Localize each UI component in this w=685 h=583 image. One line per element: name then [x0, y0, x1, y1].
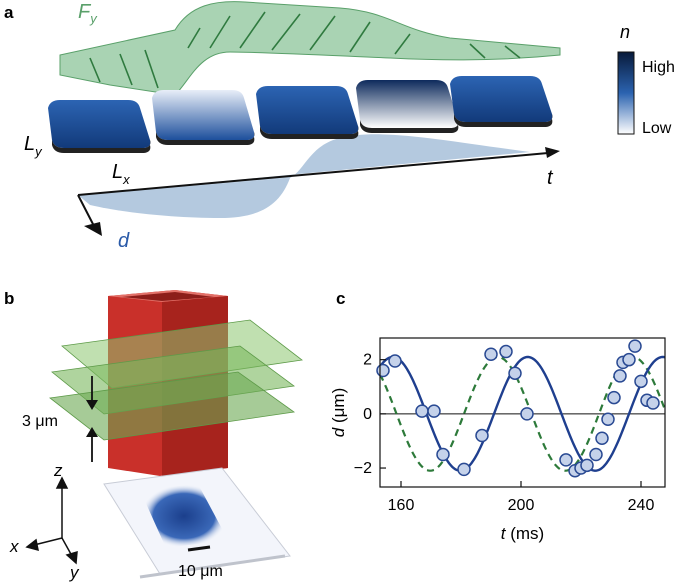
data-point — [475, 428, 489, 443]
data-point — [628, 339, 642, 353]
force-arrow — [144, 49, 159, 89]
light-sheet — [49, 371, 296, 441]
force-arrow — [187, 27, 201, 49]
spacing-arrowhead-top — [86, 400, 98, 410]
data-point — [607, 390, 621, 405]
x-axis-label: x — [9, 537, 19, 556]
time-label: t — [547, 167, 554, 189]
z-axis-arrowhead — [55, 476, 69, 489]
scale-bar — [187, 545, 211, 552]
panel-b-letter: b — [4, 289, 14, 308]
slab — [256, 86, 359, 139]
force-arrow — [504, 45, 521, 59]
force-arrow — [89, 57, 101, 83]
data-point — [415, 404, 429, 418]
force-arrow — [271, 13, 301, 51]
y-axis-title: d (μm) — [329, 388, 348, 437]
slab — [356, 80, 459, 133]
data-point — [622, 352, 636, 367]
x-tick-label: 240 — [628, 497, 655, 514]
scale-label: 10 μm — [178, 563, 223, 580]
data-point — [436, 447, 450, 462]
colorbar-title: n — [620, 22, 630, 42]
length-y-label: Ly — [24, 133, 43, 159]
slab-row — [48, 76, 553, 153]
displacement-surface — [78, 134, 530, 195]
x-axis — [33, 537, 63, 546]
data-point — [646, 396, 660, 410]
disp-axis-arrowhead — [84, 222, 102, 236]
x-tick-label: 160 — [388, 497, 415, 514]
slab — [450, 76, 553, 127]
beam-opening — [122, 292, 214, 301]
spacing-label: 3 μm — [22, 413, 58, 430]
data-point — [499, 344, 513, 359]
fit-curve — [379, 355, 666, 472]
light-sheets — [49, 319, 303, 441]
colorbar-low-label: Low — [642, 120, 672, 137]
data-point — [457, 462, 471, 477]
data-point — [613, 369, 627, 383]
force-arrow — [394, 33, 411, 55]
data-point — [427, 404, 441, 418]
y-tick-label: 0 — [363, 406, 372, 423]
x-axis-arrowhead — [25, 538, 39, 552]
data-point — [484, 347, 498, 362]
data-point — [580, 458, 594, 473]
time-axis-arrowhead — [545, 147, 560, 158]
spacing-arrowhead-bottom — [86, 427, 98, 437]
data-point — [388, 354, 402, 368]
y-axis — [61, 537, 73, 557]
y-tick-label: −2 — [354, 460, 372, 477]
force-arrow — [309, 15, 336, 51]
slab — [152, 90, 255, 145]
data-point — [589, 447, 603, 462]
drive-curve — [379, 355, 667, 472]
data-point — [601, 412, 615, 427]
force-arrow — [119, 53, 133, 86]
y-axis-arrowhead — [65, 550, 78, 565]
length-x-label: Lx — [112, 161, 130, 187]
atom-cloud — [140, 484, 228, 548]
force-arrows — [89, 11, 521, 89]
data-point — [520, 407, 534, 421]
y-tick-label: 2 — [363, 352, 372, 369]
coordinate-axes — [25, 476, 78, 565]
colorbar — [617, 51, 635, 135]
force-ribbon — [59, 1, 561, 96]
panel-a-letter: a — [4, 3, 14, 22]
force-arrow — [469, 43, 486, 59]
image-edge — [139, 554, 286, 579]
z-axis-label: z — [53, 461, 63, 480]
displacement-surface-lower — [78, 178, 290, 218]
force-arrow — [239, 11, 266, 49]
disp-axis — [77, 194, 96, 229]
y-axis-label: y — [69, 563, 80, 582]
colorbar-high-label: High — [642, 59, 675, 76]
data-point — [508, 366, 522, 380]
data-point — [559, 453, 573, 467]
force-arrow — [209, 15, 231, 49]
slab — [48, 100, 151, 153]
time-axis — [77, 152, 549, 196]
disp-label: d — [118, 230, 130, 252]
panel-c-letter: c — [336, 289, 345, 308]
oscillation-chart: 160 200 240 2 0 −2 t (ms) d (μm) — [329, 337, 667, 543]
data-point — [595, 431, 609, 445]
force-arrow — [349, 21, 371, 53]
data-point — [634, 374, 648, 389]
data-point — [376, 363, 390, 378]
plot-frame — [379, 337, 666, 488]
force-label: Fy — [78, 1, 98, 26]
x-axis-title: t (ms) — [501, 524, 544, 543]
x-tick-label: 200 — [508, 497, 535, 514]
